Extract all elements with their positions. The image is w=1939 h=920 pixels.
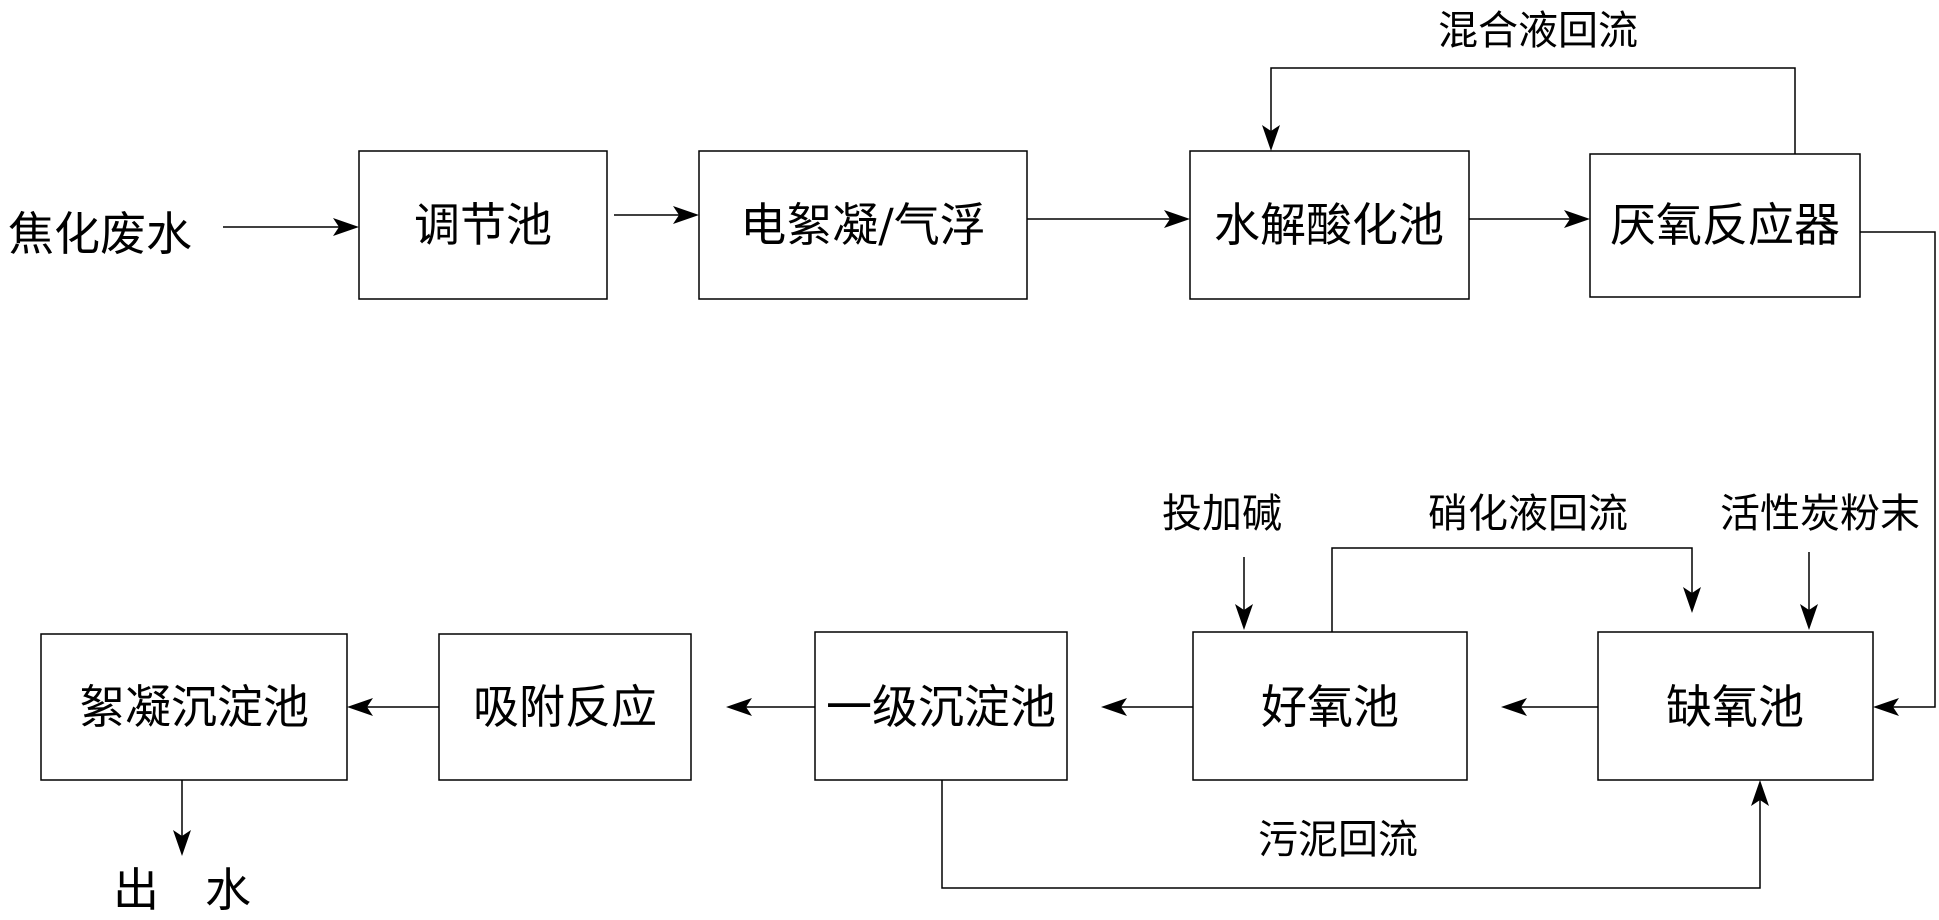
arrowhead-to-anoxic xyxy=(1873,698,1899,716)
nitrified-return-line xyxy=(1331,547,1693,632)
regulating-tank-label: 调节池 xyxy=(414,198,552,252)
anaerobic-reactor-label: 厌氧反应器 xyxy=(1610,198,1840,252)
hydrolysis-label: 水解酸化池 xyxy=(1214,198,1444,252)
arrowhead-to-hydrolysis xyxy=(1164,210,1190,228)
flocculation-label: 絮凝沉淀池 xyxy=(79,680,309,734)
arrowhead-outlet xyxy=(173,830,191,856)
adsorption-label: 吸附反应 xyxy=(473,680,657,734)
primary-settling-label: 一级沉淀池 xyxy=(826,680,1056,734)
arrowhead-to-electrocoag xyxy=(673,206,699,224)
anoxic-tank-box xyxy=(1597,631,1874,781)
arrowhead-sludge-return xyxy=(1751,780,1769,806)
arrowhead-to-settling xyxy=(1101,698,1127,716)
anoxic-tank-label: 缺氧池 xyxy=(1666,680,1804,734)
arrowhead-nitrified-return xyxy=(1683,587,1701,613)
flocculation-box xyxy=(40,633,348,781)
arrowhead-alkali xyxy=(1235,604,1253,630)
hydrolysis-box xyxy=(1189,150,1470,300)
arrowhead-to-adsorption xyxy=(726,698,752,716)
nitrified-return-label: 硝化液回流 xyxy=(1428,491,1628,537)
anaerobic-reactor-box xyxy=(1589,153,1861,298)
arrowhead-to-aerobic xyxy=(1501,698,1527,716)
electrocoagulation-label: 电絮凝/气浮 xyxy=(740,198,986,252)
input-label: 焦化废水 xyxy=(8,207,192,261)
arrowhead-mixed-return xyxy=(1262,125,1280,151)
anaerobic-to-anoxic-line xyxy=(1860,231,1936,708)
regulating-tank-box xyxy=(358,150,608,300)
mixed-liquor-return-label: 混合液回流 xyxy=(1438,8,1638,54)
activated-carbon-label: 活性炭粉末 xyxy=(1720,491,1920,537)
arrowhead-to-regulating xyxy=(333,218,359,236)
aerobic-tank-box xyxy=(1192,631,1468,781)
arrowhead-to-anaerobic xyxy=(1564,210,1590,228)
sludge-return-label: 污泥回流 xyxy=(1258,817,1418,863)
electrocoagulation-box xyxy=(698,150,1028,300)
mixed-liquor-return-line xyxy=(1270,67,1796,154)
arrowhead-activated-carbon xyxy=(1800,604,1818,630)
arrowhead-to-flocculation xyxy=(347,698,373,716)
sludge-return-line xyxy=(941,780,1761,889)
aerobic-tank-label: 好氧池 xyxy=(1261,680,1399,734)
adsorption-box xyxy=(438,633,692,781)
alkali-dosing-label: 投加碱 xyxy=(1162,491,1282,537)
outlet-label: 出 水 xyxy=(113,863,251,917)
primary-settling-box xyxy=(814,631,1068,781)
